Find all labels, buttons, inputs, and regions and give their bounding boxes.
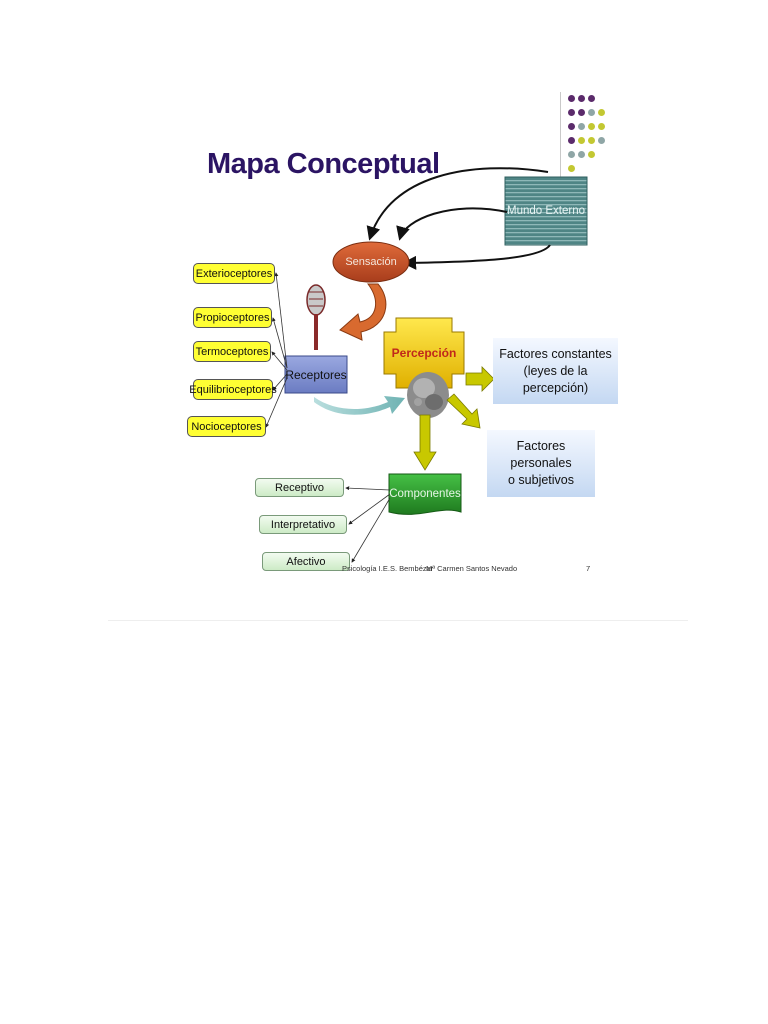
mundo-externo-box — [504, 176, 588, 246]
arrow-to-factores-constantes — [465, 366, 495, 392]
slide-title: Mapa Conceptual — [207, 148, 440, 180]
componente-type-box: Receptivo — [255, 478, 344, 497]
percepcion-label: Percepción — [391, 346, 457, 360]
decorative-dot — [598, 109, 605, 116]
receptor-type-box: Equilibrioceptores — [189, 379, 277, 400]
decorative-dot — [578, 123, 585, 130]
componente-type-box: Afectivo — [262, 552, 350, 571]
sensacion-node — [332, 241, 410, 283]
componente-type-box: Interpretativo — [259, 515, 347, 534]
decorative-dot — [598, 123, 605, 130]
microphone-icon — [306, 284, 326, 350]
footer-author: Mª Carmen Santos Nevado — [426, 564, 518, 573]
percepcion-node — [383, 317, 465, 389]
arrow-mundo-to-sensacion-mid — [396, 207, 508, 241]
decorative-dot — [588, 95, 595, 102]
sensacion-label: Sensación — [345, 256, 397, 268]
decorative-dot — [568, 109, 575, 116]
footer-page-number: 7 — [586, 564, 591, 573]
arrow-to-componentes — [413, 414, 437, 471]
receptor-type-box: Propioceptores — [193, 307, 272, 328]
receptor-type-box: Exterioceptores — [193, 263, 275, 284]
decorative-dot — [568, 151, 575, 158]
page-divider — [108, 620, 688, 621]
decorative-dot — [578, 151, 585, 158]
factores-personales-box: Factores personales o subjetivos — [487, 430, 595, 497]
decorative-dot — [578, 109, 585, 116]
componentes-label: Componentes — [389, 488, 461, 500]
decorative-dot — [598, 137, 605, 144]
decorative-dot — [568, 165, 575, 172]
arrow-sensacion-curved — [339, 283, 387, 341]
decorative-vertical-line — [560, 92, 561, 242]
decorative-dot — [568, 137, 575, 144]
arrow-mundo-to-sensacion-low — [402, 244, 551, 270]
decorative-dot — [568, 95, 575, 102]
receptor-type-box: Nocioceptores — [187, 416, 266, 437]
decorative-dot — [578, 95, 585, 102]
decorative-dot — [588, 151, 595, 158]
decorative-dot — [588, 109, 595, 116]
receptor-type-box: Termoceptores — [193, 341, 271, 362]
decorative-dot — [568, 123, 575, 130]
footer-course: Psicología I.E.S. Bembézar — [342, 564, 434, 573]
decorative-dot — [588, 137, 595, 144]
factores-constantes-box: Factores constantes (leyes de la percepc… — [493, 338, 618, 404]
decorative-dot — [588, 123, 595, 130]
decorative-dot — [578, 137, 585, 144]
mundo-externo-label: Mundo Externo — [507, 205, 585, 217]
brain-icon — [407, 372, 449, 418]
receptores-box — [284, 355, 348, 394]
receptores-label: Receptores — [285, 367, 347, 382]
arrow-receptores-to-percepcion — [314, 396, 405, 415]
arrow-mundo-to-sensacion-top — [366, 167, 549, 241]
componentes-node — [388, 473, 462, 515]
arrow-to-factores-personales — [446, 393, 481, 429]
